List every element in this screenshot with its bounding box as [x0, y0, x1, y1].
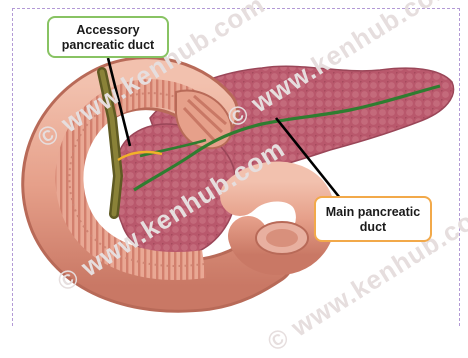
main-duct-label: Main pancreatic duct: [314, 196, 432, 242]
main-duct-label-text: Main pancreatic duct: [326, 205, 420, 234]
figure: © www.kenhub.com © www.kenhub.com © www.…: [0, 0, 468, 326]
accessory-duct-label: Accessory pancreatic duct: [47, 16, 169, 58]
accessory-duct-label-text: Accessory pancreatic duct: [62, 23, 154, 52]
